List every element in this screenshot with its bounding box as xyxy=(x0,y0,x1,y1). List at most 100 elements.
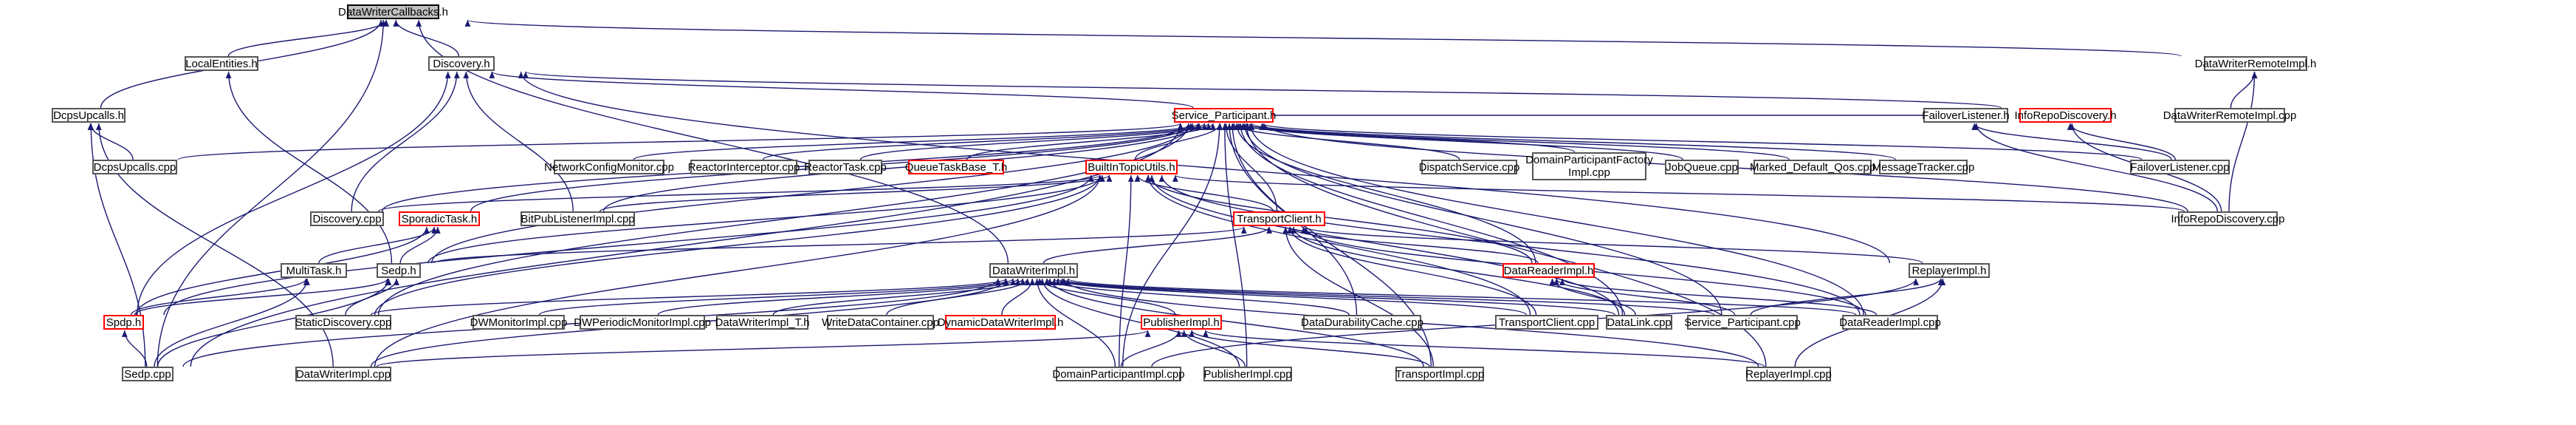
node-domainparticipantimpl-cpp[interactable]: DomainParticipantImpl.cpp xyxy=(1052,367,1185,381)
node-queuetaskbase-t-h[interactable]: QueueTaskBase_T.h xyxy=(904,160,1008,174)
node-datawritercallbacks-h: DataWriterCallbacks.h xyxy=(338,4,448,19)
node-marked-default-qos-cpp[interactable]: Marked_Default_Qos.cpp xyxy=(1749,160,1876,174)
node-datadurabilitycache-cpp[interactable]: DataDurabilityCache.cpp xyxy=(1301,315,1423,330)
dependency-edge xyxy=(633,123,1202,160)
dependency-edge xyxy=(433,226,1247,264)
node-dynamicdatawriterimpl-h[interactable]: DynamicDataWriterImpl.h xyxy=(937,315,1064,330)
dependency-edge xyxy=(489,71,1194,109)
dependency-edge xyxy=(1259,123,2143,160)
node-staticdiscovery-cpp[interactable]: StaticDiscovery.cpp xyxy=(295,315,392,330)
dependency-edge xyxy=(374,174,1103,367)
node-sporadictask-h[interactable]: SporadicTask.h xyxy=(399,211,480,226)
dependency-edge xyxy=(399,226,441,264)
dependency-edge xyxy=(87,123,134,160)
dependency-edge xyxy=(2067,123,2176,160)
node-localentities-h[interactable]: LocalEntities.h xyxy=(185,56,258,71)
node-reactorinterceptor-cpp[interactable]: ReactorInterceptor.cpp xyxy=(687,160,800,174)
node-datawriterremoteimpl-h[interactable]: DataWriterRemoteImpl.h xyxy=(2194,56,2317,71)
node-networkconfigmonitor-cpp[interactable]: NetworkConfigMonitor.cpp xyxy=(544,160,674,174)
dependency-edge xyxy=(465,19,2182,57)
dependency-edge xyxy=(1122,123,1223,367)
dependency-edge xyxy=(772,278,1026,316)
node-transportclient-cpp[interactable]: TransportClient.cpp xyxy=(1495,315,1598,330)
dependency-edge xyxy=(657,278,1021,316)
dependency-edge xyxy=(225,71,393,264)
node-failoverlistener-cpp[interactable]: FailoverListener.cpp xyxy=(2130,160,2230,174)
dependency-edge xyxy=(1247,123,1864,316)
dependency-edge xyxy=(1244,123,1790,160)
dependency-edge xyxy=(1051,278,1527,316)
node-spdp-h[interactable]: Spdp.h xyxy=(103,315,144,330)
node-publisherimpl-cpp[interactable]: PublisherImpl.cpp xyxy=(1203,367,1292,381)
dependency-edge xyxy=(431,123,1194,264)
node-failoverlistener-h[interactable]: FailoverListener.h xyxy=(1922,108,2010,123)
node-publisherimpl-h[interactable]: PublisherImpl.h xyxy=(1141,315,1222,330)
node-reactortask-cpp[interactable]: ReactorTask.cpp xyxy=(804,160,887,174)
dependency-edge xyxy=(318,226,438,264)
dependency-edge xyxy=(131,278,309,316)
node-multitask-h[interactable]: MultiTask.h xyxy=(281,263,347,278)
node-service-participant-h[interactable]: Service_Participant.h xyxy=(1171,108,1277,123)
dependency-edge xyxy=(518,71,1891,264)
node-inforepodiscovery-cpp[interactable]: InfoRepoDiscovery.cpp xyxy=(2171,211,2285,226)
node-dispatchservice-cpp[interactable]: DispatchService.cpp xyxy=(1418,160,1520,174)
dependency-edge xyxy=(1043,226,1272,264)
node-messagetracker-cpp[interactable]: MessageTracker.cpp xyxy=(1872,160,1975,174)
dependency-edge xyxy=(1034,278,1116,367)
node-transportclient-h[interactable]: TransportClient.h xyxy=(1233,211,1325,226)
node-writedatacontainer-cpp[interactable]: WriteDataContainer.cpp xyxy=(822,315,939,330)
node-datawriterimpl-h[interactable]: DataWriterImpl.h xyxy=(989,263,1078,278)
dependency-edge xyxy=(1119,174,1134,367)
node-dwperiodicmonitorimpl-cpp[interactable]: DWPeriodicMonitorImpl.cpp xyxy=(574,315,711,330)
node-discovery-h[interactable]: Discovery.h xyxy=(428,56,495,71)
node-jobqueue-cpp[interactable]: JobQueue.cpp xyxy=(1665,160,1739,174)
dependency-edge xyxy=(177,123,1183,160)
dependency-edge xyxy=(393,19,459,57)
node-service-participant-cpp[interactable]: Service_Participant.cpp xyxy=(1684,315,1801,330)
dependency-edge xyxy=(1001,278,1036,316)
dependency-edge xyxy=(2230,71,2258,109)
node-datawriterremoteimpl-cpp[interactable]: DataWriterRemoteImpl.cpp xyxy=(2163,108,2297,123)
dependency-edge xyxy=(1303,226,1923,264)
node-replayerimpl-cpp[interactable]: ReplayerImpl.cpp xyxy=(1745,367,1832,381)
dependency-edge xyxy=(599,174,1113,212)
node-datareaderimpl-cpp[interactable]: DataReaderImpl.cpp xyxy=(1839,315,1941,330)
dependency-edge xyxy=(1065,278,1857,316)
dependency-edge xyxy=(1120,330,1182,367)
dependency-edge xyxy=(1223,123,1278,212)
dependency-edge xyxy=(1559,278,1878,316)
node-dwmonitorimpl-cpp[interactable]: DWMonitorImpl.cpp xyxy=(470,315,568,330)
node-replayerimpl-h[interactable]: ReplayerImpl.h xyxy=(1909,263,1990,278)
dependency-edge xyxy=(1282,226,1434,367)
node-dcpsupcalls-cpp[interactable]: DcpsUpcalls.cpp xyxy=(92,160,177,174)
node-datawriterimpl-cpp[interactable]: DataWriterImpl.cpp xyxy=(295,367,391,381)
dependency-edge xyxy=(376,330,1151,367)
dependency-edge xyxy=(1248,123,1896,160)
node-sedp-h[interactable]: Sedp.h xyxy=(377,263,421,278)
dependency-edge xyxy=(538,278,1016,316)
node-builtintopicutils-h[interactable]: BuiltInTopicUtils.h xyxy=(1085,160,1178,174)
node-datawriterimpl-t-h[interactable]: DataWriterImpl_T.h xyxy=(715,315,810,330)
node-inforepodiscovery-h[interactable]: InfoRepoDiscovery.h xyxy=(2014,108,2117,123)
dependency-edge xyxy=(966,123,1216,160)
dependency-edge xyxy=(154,278,310,367)
dependency-edge xyxy=(345,278,399,316)
node-datalink-cpp[interactable]: DataLink.cpp xyxy=(1606,315,1672,330)
dependency-edge xyxy=(157,278,392,367)
dependency-edge xyxy=(427,174,1105,264)
node-dcpsupcalls-h[interactable]: DcpsUpcalls.h xyxy=(52,108,126,123)
dependency-edge xyxy=(2228,71,2258,212)
node-sedp-cpp[interactable]: Sedp.cpp xyxy=(122,367,174,381)
node-discovery-cpp[interactable]: Discovery.cpp xyxy=(310,211,384,226)
node-transportimpl-cpp[interactable]: TransportImpl.cpp xyxy=(1395,367,1485,381)
dependency-edge xyxy=(134,278,391,316)
node-datareaderimpl-h[interactable]: DataReaderImpl.h xyxy=(1502,263,1595,278)
dependency-edge xyxy=(1971,123,2172,160)
dependency-edge xyxy=(1055,278,1615,316)
dependency-edge xyxy=(523,71,2002,109)
node-domainparticipantfactoryimpl-cpp[interactable]: DomainParticipantFactory Impl.cpp xyxy=(1525,152,1653,180)
node-bitpublistenerimpl-cpp[interactable]: BitPubListenerImpl.cpp xyxy=(521,211,635,226)
dependency-edge xyxy=(1134,123,1223,160)
dependency-edge xyxy=(1229,123,1432,367)
